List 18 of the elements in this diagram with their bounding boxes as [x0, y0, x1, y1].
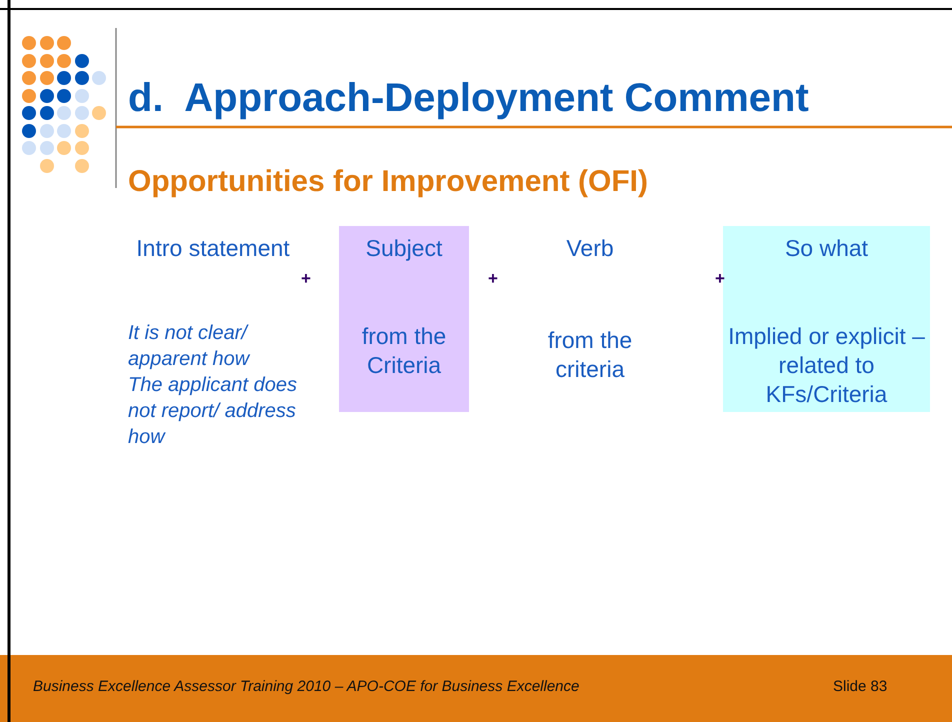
- highlight-box: [723, 226, 930, 412]
- subtitle: Opportunities for Improvement (OFI): [128, 164, 648, 200]
- slide-number: Slide 83: [833, 677, 888, 696]
- highlight-box: [339, 226, 469, 412]
- column-text: from the criteria: [546, 326, 634, 384]
- column-text: The applicant does not report/ address how: [128, 373, 298, 450]
- footer-text: Business Excellence Assessor Training 2010 – APO-COE for Business Excellence: [33, 677, 580, 696]
- column-text: Verb: [565, 234, 615, 263]
- plus-sign: +: [488, 268, 498, 289]
- plus-sign: +: [301, 268, 311, 289]
- plus-sign: +: [715, 268, 725, 289]
- column-text: Intro statement: [135, 234, 291, 263]
- column-text: from the Criteria: [360, 322, 448, 380]
- column-heading: Subject: [364, 234, 444, 263]
- column-text: It is not clear/ apparent how: [128, 321, 252, 372]
- column-heading: So what: [784, 234, 870, 263]
- column-text: Implied or explicit – related to KFs/Criteria: [727, 322, 926, 409]
- slide-title: d. Approach-Deployment Comment: [128, 76, 809, 121]
